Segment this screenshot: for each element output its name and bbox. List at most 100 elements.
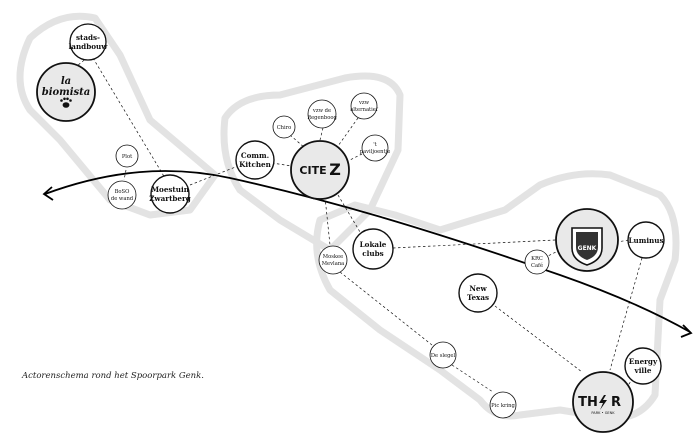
svg-text:vzw de: vzw de [312, 108, 331, 114]
krc-cafe-line2: Café [531, 262, 543, 269]
link-stadslandbouw-moestuin [92, 57, 166, 179]
lokale-line2: clubs [362, 249, 383, 258]
node-stadslandbouw: stads- landbouw [69, 23, 109, 61]
zone-south [313, 170, 680, 422]
svg-text:Café: Café [531, 262, 543, 269]
energy-line2: ville [634, 366, 652, 375]
moestuin-line2: Zwartberg [149, 194, 191, 203]
svg-text:de wand: de wand [111, 196, 134, 202]
svg-text:Moskee: Moskee [323, 254, 343, 260]
plot-label: Plot [122, 154, 133, 160]
thor-th: TH [578, 395, 598, 410]
alternatief-line2: alternatief [350, 107, 379, 113]
boso-line2: de wand [111, 196, 134, 202]
slegel-label: De slegel [431, 353, 456, 359]
svg-text:PARK • GENK: PARK • GENK [591, 411, 615, 415]
regenboog-line2: Regenboog [307, 115, 337, 121]
energy-line1: Energy [629, 357, 658, 366]
svg-text:New: New [469, 284, 487, 293]
cite-z-letter: Z [329, 160, 341, 179]
svg-text:Mevlana: Mevlana [322, 261, 345, 267]
pic-label: Pic kring [491, 403, 515, 409]
railway-line [44, 170, 691, 333]
biomista-line2: biomista [42, 87, 91, 98]
node-moskee-mevlana: Moskee Mevlana [318, 245, 348, 275]
node-t-paviljoentje: 't paviljoentje [360, 134, 391, 162]
krc-genk-logo-icon: GENK [571, 227, 603, 266]
node-de-slegel: De slegel [429, 341, 457, 369]
stadslandbouw-line1: stads- [76, 33, 100, 42]
luminus-label: Luminus [628, 236, 663, 245]
svg-text:R: R [611, 395, 621, 410]
thor-r: R [611, 395, 621, 410]
svg-text:Comm.: Comm. [241, 151, 269, 160]
node-chiro: Chiro [272, 115, 296, 139]
svg-text:clubs: clubs [362, 249, 383, 258]
svg-text:Luminus: Luminus [628, 236, 663, 245]
node-new-texas: New Texas [458, 273, 498, 313]
link-paviljoentje-cite [349, 153, 363, 161]
krc-genk-text: GENK [578, 245, 597, 252]
svg-text:vzw: vzw [358, 100, 370, 106]
node-lokale-clubs: Lokale clubs [352, 228, 394, 270]
svg-text:stads-: stads- [76, 33, 100, 42]
chiro-label: Chiro [277, 125, 292, 131]
stadslandbouw-line2: landbouw [69, 42, 109, 51]
node-plot: Plot [115, 144, 139, 168]
link-luminus-thor [609, 257, 643, 371]
paw-icon [60, 97, 72, 108]
svg-text:Texas: Texas [467, 293, 489, 302]
svg-text:Lokale: Lokale [360, 240, 387, 249]
link-alternatief-cite [337, 117, 359, 147]
svg-text:Regenboog: Regenboog [307, 115, 337, 121]
node-energyville: Energy ville [624, 347, 662, 385]
link-slegel-pic [451, 364, 494, 393]
svg-text:Energy: Energy [629, 357, 658, 366]
zone-center [220, 72, 404, 254]
svg-text:'t: 't [373, 142, 377, 148]
link-regenboog-cite [319, 127, 324, 141]
svg-text:De slegel: De slegel [431, 353, 456, 359]
paviljoentje-line2: paviljoentje [360, 149, 391, 155]
node-moestuin: Moestuin Zwartberg [149, 174, 191, 214]
newtexas-line2: Texas [467, 293, 489, 302]
node-luminus: Luminus [627, 221, 665, 259]
node-krc-cafe: KRC Café [524, 249, 550, 275]
link-plot-boso [123, 169, 127, 181]
lokale-line1: Lokale [360, 240, 387, 249]
svg-text:Kitchen: Kitchen [239, 160, 271, 169]
arrowhead-right [680, 324, 693, 338]
svg-text:Zwartberg: Zwartberg [149, 194, 191, 203]
link-newtexas-thor [494, 305, 583, 373]
comm-line1: Comm. [241, 151, 269, 160]
moskee-line1: Moskee [323, 254, 343, 260]
newtexas-line1: New [469, 284, 487, 293]
comm-line2: Kitchen [239, 160, 271, 169]
svg-text:CITE: CITE [299, 164, 326, 177]
zone-north [16, 12, 219, 219]
link-cite-lokale [337, 194, 361, 233]
svg-text:Pic kring: Pic kring [491, 403, 515, 409]
moskee-line2: Mevlana [322, 261, 345, 267]
svg-text:KRC: KRC [531, 256, 543, 262]
svg-text:BoSO: BoSO [115, 189, 130, 195]
alternatief-line1: vzw [358, 100, 370, 106]
link-comm-cite [271, 162, 293, 167]
link-lokale-krc [392, 239, 557, 249]
node-cite-z: CITE Z [290, 140, 350, 200]
regenboog-line1: vzw de [312, 108, 331, 114]
svg-text:landbouw: landbouw [69, 42, 109, 51]
arrowhead-left [42, 186, 54, 201]
svg-text:Z: Z [329, 160, 341, 179]
svg-text:alternatief: alternatief [350, 107, 379, 113]
svg-text:GENK: GENK [578, 245, 597, 252]
thor-sub: PARK • GENK [591, 411, 615, 415]
svg-text:ville: ville [634, 366, 652, 375]
svg-text:paviljoentje: paviljoentje [360, 149, 391, 155]
svg-text:Plot: Plot [122, 154, 133, 160]
biomista-line1: la [61, 76, 71, 87]
node-krc-genk: GENK [555, 208, 619, 272]
link-cite-moskee [324, 196, 331, 246]
svg-text:biomista: biomista [42, 87, 91, 98]
